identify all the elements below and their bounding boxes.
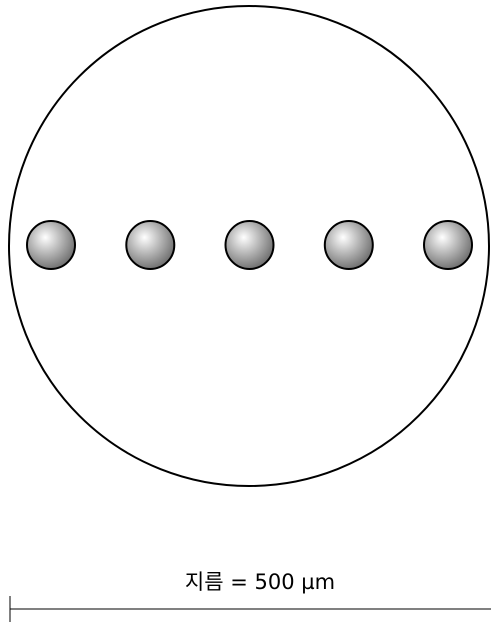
sphere-2	[126, 221, 174, 269]
scale-label: 지름 = 500 µm	[185, 570, 335, 594]
sphere-4	[325, 221, 373, 269]
sphere-3	[226, 221, 274, 269]
scale-bar: 지름 = 500 µm	[10, 570, 491, 622]
sphere-row	[27, 221, 472, 269]
sphere-5	[424, 221, 472, 269]
sphere-1	[27, 221, 75, 269]
